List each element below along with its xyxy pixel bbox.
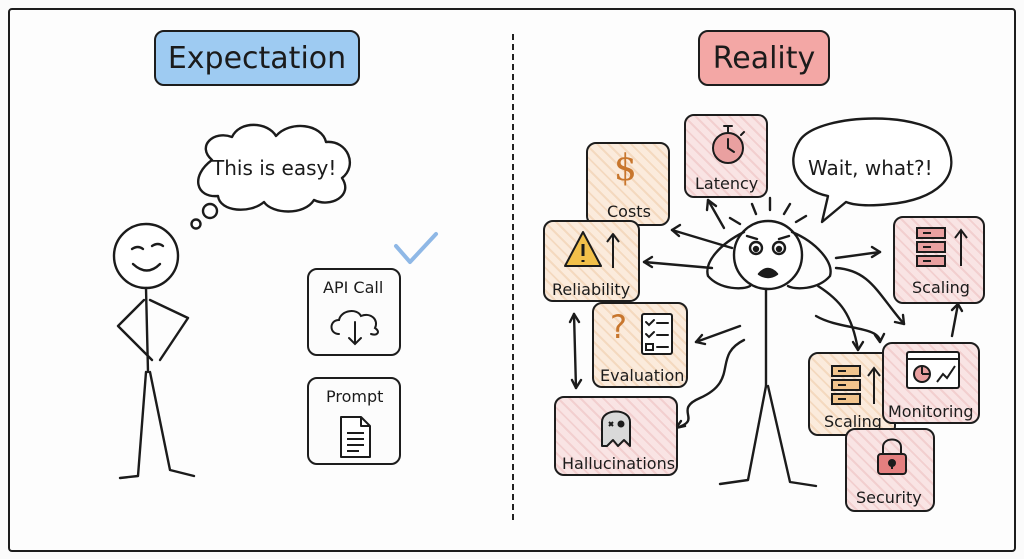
latency-box: Latency xyxy=(684,114,768,198)
monitoring-label: Monitoring xyxy=(888,402,974,421)
expectation-title: Expectation xyxy=(154,30,360,86)
stopwatch-icon xyxy=(712,125,745,164)
ghost-icon xyxy=(601,410,631,447)
monitoring-box: Monitoring xyxy=(882,342,980,424)
evaluation-box: ? Evaluation xyxy=(592,302,688,388)
hallucinations-label: Hallucinations xyxy=(562,454,676,473)
speech-bubble xyxy=(792,117,953,224)
scaling-box-bottom: Scaling xyxy=(808,352,896,436)
scaling-label-top: Scaling xyxy=(912,278,970,297)
question-mark-icon: ? xyxy=(610,308,627,346)
hallucinations-box: Hallucinations xyxy=(554,396,678,476)
happy-stick-figure xyxy=(112,222,196,480)
prompt-label: Prompt xyxy=(326,387,384,406)
latency-label: Latency xyxy=(695,174,759,193)
security-box: Security xyxy=(845,428,935,512)
thought-bubble xyxy=(190,123,352,230)
dollar-icon: $ xyxy=(614,148,637,189)
reality-arrows xyxy=(568,198,964,430)
costs-label: Costs xyxy=(607,202,651,221)
checkmark-icon xyxy=(394,232,438,264)
evaluation-label: Evaluation xyxy=(600,366,685,385)
center-divider xyxy=(512,34,514,520)
dashboard-icon xyxy=(906,351,960,389)
prompt-box: Prompt xyxy=(307,377,401,465)
lock-icon xyxy=(877,438,907,475)
scaling-label-bottom: Scaling xyxy=(824,412,882,431)
cloud-download-icon xyxy=(330,310,379,346)
api-call-label: API Call xyxy=(323,278,384,297)
api-call-box: API Call xyxy=(307,268,401,356)
document-icon xyxy=(340,416,371,458)
warning-icon xyxy=(564,231,620,268)
reliability-box: Reliability xyxy=(543,220,640,302)
security-label: Security xyxy=(856,488,922,507)
panicked-stick-figure xyxy=(706,196,832,488)
reality-title: Reality xyxy=(698,30,830,86)
server-icon xyxy=(916,227,968,267)
server-icon xyxy=(831,365,881,405)
scaling-box-top: Scaling xyxy=(893,216,985,304)
thought-text: This is easy! xyxy=(212,156,337,180)
reliability-label: Reliability xyxy=(552,280,631,299)
speech-text: Wait, what?! xyxy=(808,156,933,180)
costs-box: $ Costs xyxy=(586,142,670,226)
checklist-icon xyxy=(641,313,673,355)
